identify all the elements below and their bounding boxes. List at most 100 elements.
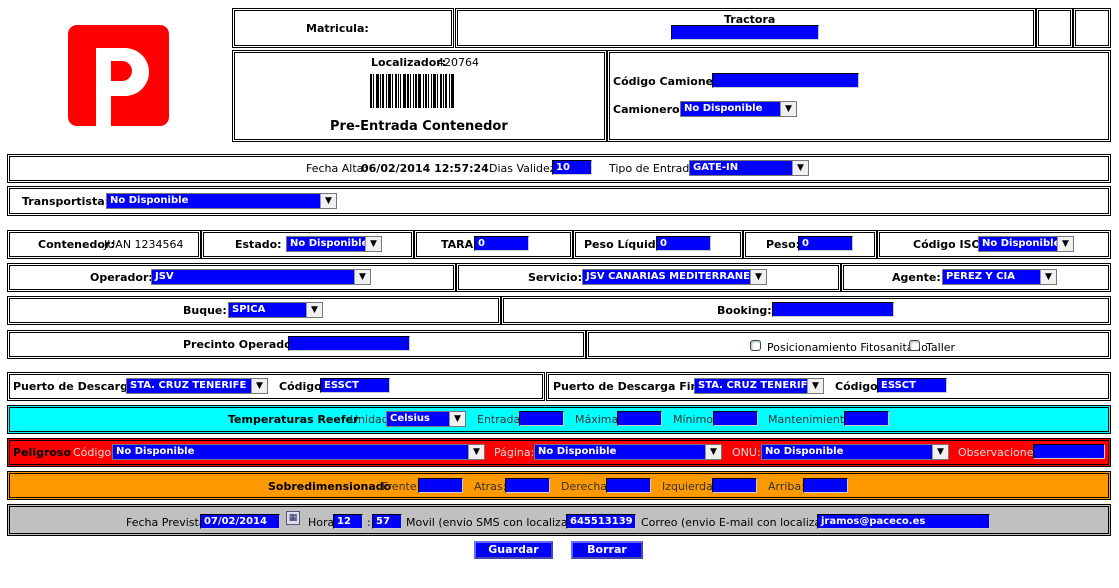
servicio-select[interactable]: JSV CANARIAS MEDITERRANEO ▼: [582, 269, 767, 285]
peso-input[interactable]: 0: [798, 236, 853, 251]
booking-label: Booking:: [717, 304, 772, 317]
minimo-input[interactable]: [713, 411, 758, 426]
guardar-button[interactable]: Guardar: [474, 541, 553, 559]
tractora-input[interactable]: [671, 25, 819, 40]
fecha-alta-label: Fecha Alta:: [306, 162, 368, 175]
codigo-descarga-label: Código:: [279, 380, 327, 393]
pagina-select[interactable]: No Disponible ▼: [534, 444, 722, 460]
pagina-label: Página:: [494, 446, 535, 459]
peso-liquido-input[interactable]: 0: [656, 236, 711, 251]
contenedor-value: JUAN 1234564: [104, 238, 184, 251]
precinto-box: [7, 330, 586, 359]
tipo-entrada-select[interactable]: GATE-IN ▼: [689, 160, 809, 176]
agente-select-value: PEREZ Y CIA: [946, 271, 1015, 282]
buque-select-value: SPICA: [232, 304, 266, 315]
camionero-box: [607, 50, 1111, 142]
codigo-camionero-input[interactable]: [712, 73, 859, 88]
tipo-entrada-label: Tipo de Entrada:: [609, 162, 700, 175]
onu-select[interactable]: No Disponible ▼: [761, 444, 949, 460]
hora-input[interactable]: 12: [333, 514, 363, 529]
buque-select[interactable]: SPICA ▼: [228, 302, 323, 318]
movil-input[interactable]: 645513139: [566, 514, 636, 529]
izquierda-input[interactable]: [712, 478, 757, 493]
derecha-label: Derecha:: [561, 480, 611, 493]
peligroso-codigo-select[interactable]: No Disponible ▼: [112, 444, 485, 460]
correo-input[interactable]: jramos@paceco.es: [817, 514, 990, 529]
peligroso-title: Peligroso: [13, 446, 72, 459]
unidad-label: Unidad: [350, 413, 389, 426]
observaciones-input[interactable]: [1033, 444, 1105, 459]
pagina-select-value: No Disponible: [538, 446, 617, 457]
codigo-descarga-final-input[interactable]: ESSCT: [877, 378, 947, 393]
peligroso-codigo-label: Código:: [73, 446, 115, 459]
arriba-input[interactable]: [803, 478, 848, 493]
booking-input[interactable]: [772, 302, 894, 317]
observaciones-label: Observaciones:: [958, 446, 1043, 459]
estado-select[interactable]: No Disponible ▼: [286, 236, 382, 252]
taller-label: Taller: [926, 341, 956, 354]
tara-label: TARA:: [441, 238, 478, 251]
entrada-label: Entrada:: [477, 413, 524, 426]
peso-liquido-label: Peso Líquido:: [584, 238, 668, 251]
puerto-descarga-final-select[interactable]: STA. CRUZ TENERIFE ▼: [694, 378, 824, 394]
localizador-value: 420764: [437, 56, 479, 69]
minuto-input[interactable]: 57: [372, 514, 402, 529]
agente-select[interactable]: PEREZ Y CIA ▼: [942, 269, 1057, 285]
chevron-down-icon: ▼: [1057, 237, 1073, 251]
buque-label: Buque:: [183, 304, 227, 317]
peso-liquido-box: [573, 230, 743, 259]
camionero-select[interactable]: No Disponible ▼: [680, 101, 797, 117]
maxima-input[interactable]: [617, 411, 662, 426]
agente-box: [841, 263, 1111, 292]
codigo-descarga-input[interactable]: ESSCT: [320, 378, 390, 393]
estado-select-value: No Disponible: [290, 238, 369, 249]
movil-label: Movil (envio SMS con localizador):: [406, 516, 594, 529]
mantenimiento-input[interactable]: [844, 411, 889, 426]
camionero-select-value: No Disponible: [684, 103, 763, 114]
fecha-prevista-input[interactable]: 07/02/2014: [200, 514, 280, 529]
unidad-select[interactable]: Celsius ▼: [386, 411, 466, 427]
peso-label: Peso:: [766, 238, 801, 251]
fitosanitario-label: Posicionamiento Fitosanitario: [767, 341, 928, 354]
codigo-iso-label: Código ISO:: [913, 238, 986, 251]
transportista-label: Transportista:: [22, 195, 110, 208]
tara-input[interactable]: 0: [474, 236, 529, 251]
sobredimensionado-title: Sobredimensionado: [268, 480, 392, 493]
transportista-box: [7, 186, 1111, 216]
transportista-select[interactable]: No Disponible ▼: [106, 193, 337, 209]
codigo-iso-select[interactable]: No Disponible ▼: [978, 236, 1074, 252]
localizador-label: Localizador:: [371, 56, 447, 69]
chevron-down-icon: ▼: [932, 445, 948, 459]
precinto-operador-input[interactable]: [288, 336, 410, 351]
chevron-down-icon: ▼: [792, 161, 808, 175]
dias-validez-input[interactable]: 10: [552, 160, 592, 175]
correo-label: Correo (envio E-mail con localizador):: [641, 516, 848, 529]
derecha-input[interactable]: [606, 478, 651, 493]
puerto-descarga-select[interactable]: STA. CRUZ TENERIFE ▼: [126, 378, 268, 394]
arriba-label: Arriba:: [768, 480, 805, 493]
peso-box: [743, 230, 877, 259]
taller-checkbox[interactable]: [909, 340, 920, 351]
matricula-label: Matricula:: [306, 22, 369, 35]
estado-label: Estado:: [235, 238, 282, 251]
calendar-icon[interactable]: ▦: [286, 511, 300, 525]
frente-input[interactable]: [418, 478, 463, 493]
estado-box: [201, 230, 414, 259]
header-small-box-1: [1036, 8, 1073, 48]
puerto-descarga-select-value: STA. CRUZ TENERIFE: [130, 380, 247, 391]
onu-label: ONU:: [732, 446, 761, 459]
operador-select[interactable]: JSV ▼: [151, 269, 371, 285]
borrar-button[interactable]: Borrar: [571, 541, 643, 559]
entrada-input[interactable]: [519, 411, 564, 426]
puerto-descarga-final-box: [546, 372, 1111, 401]
peligroso-codigo-select-value: No Disponible: [116, 446, 195, 457]
barcode-image: [370, 74, 474, 108]
matricula-box: [232, 8, 454, 48]
chevron-down-icon: ▼: [354, 270, 370, 284]
frente-label: Frente:: [382, 480, 421, 493]
atras-input[interactable]: [505, 478, 550, 493]
fitosanitario-checkbox[interactable]: [750, 340, 761, 351]
unidad-select-value: Celsius: [390, 413, 430, 424]
alta-box: [7, 154, 1111, 183]
puerto-descarga-final-select-value: STA. CRUZ TENERIFE: [698, 380, 815, 391]
